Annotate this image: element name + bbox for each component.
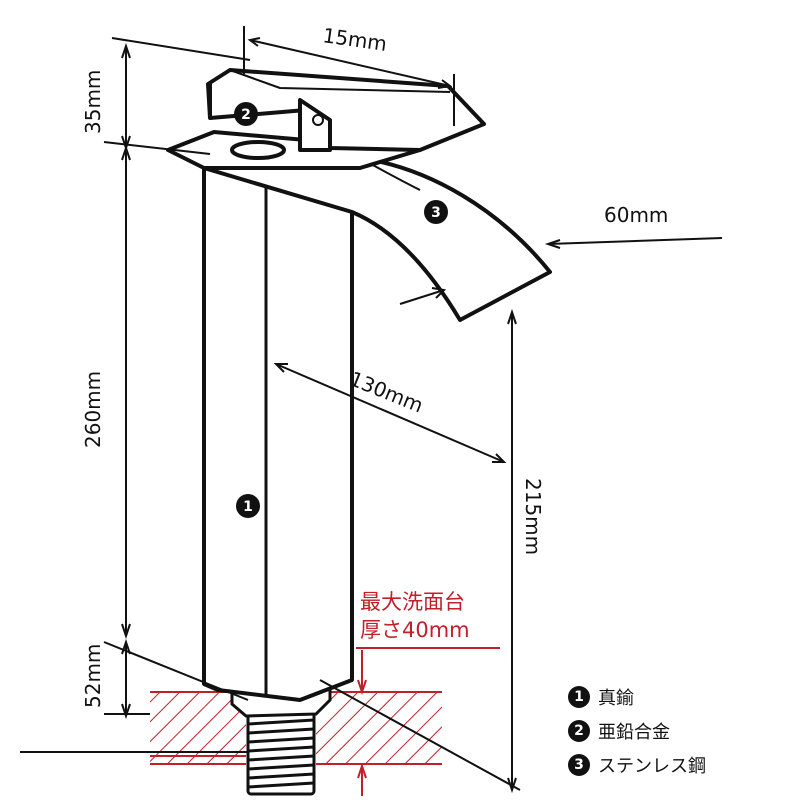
legend-number-badge: 1 — [568, 686, 590, 708]
basin-note-line1: 最大洗面台 — [360, 590, 465, 614]
legend-label: 亜鉛合金 — [598, 722, 670, 743]
threaded-shank — [246, 710, 316, 796]
dim-label-52mm: 52mm — [81, 644, 105, 708]
legend-item-stainless-steel: 3 ステンレス鋼 — [568, 748, 798, 782]
dim-label-35mm: 35mm — [81, 70, 105, 134]
legend-number-badge: 2 — [568, 720, 590, 742]
top-plate — [166, 130, 422, 170]
callout-badge-1: 1 — [236, 494, 260, 518]
dim-label-260mm: 260mm — [81, 371, 105, 448]
body-column — [202, 166, 354, 702]
callout-badge-2: 2 — [234, 102, 258, 126]
svg-text:1: 1 — [243, 499, 253, 515]
basin-thickness-note: 最大洗面台 厚さ40mm — [360, 588, 510, 644]
dim-label-130mm: 130mm — [346, 366, 427, 417]
legend-number-badge: 3 — [568, 754, 590, 776]
legend-item-brass: 1 真鍮 — [568, 680, 798, 714]
callout-badge-3: 3 — [424, 200, 448, 224]
dimension-lines — [20, 26, 723, 796]
legend-label: 真鍮 — [598, 688, 634, 709]
legend-label: ステンレス鋼 — [598, 756, 706, 777]
svg-text:2: 2 — [241, 107, 251, 123]
legend-item-zinc-alloy: 2 亜鉛合金 — [568, 714, 798, 748]
dim-label-215mm: 215mm — [521, 478, 545, 555]
svg-text:3: 3 — [431, 205, 441, 221]
material-legend: 1 真鍮 2 亜鉛合金 3 ステンレス鋼 — [568, 680, 798, 782]
basin-note-line2: 厚さ40mm — [360, 618, 470, 642]
dim-label-15mm: 15mm — [321, 23, 388, 56]
dim-label-60mm: 60mm — [604, 203, 668, 227]
